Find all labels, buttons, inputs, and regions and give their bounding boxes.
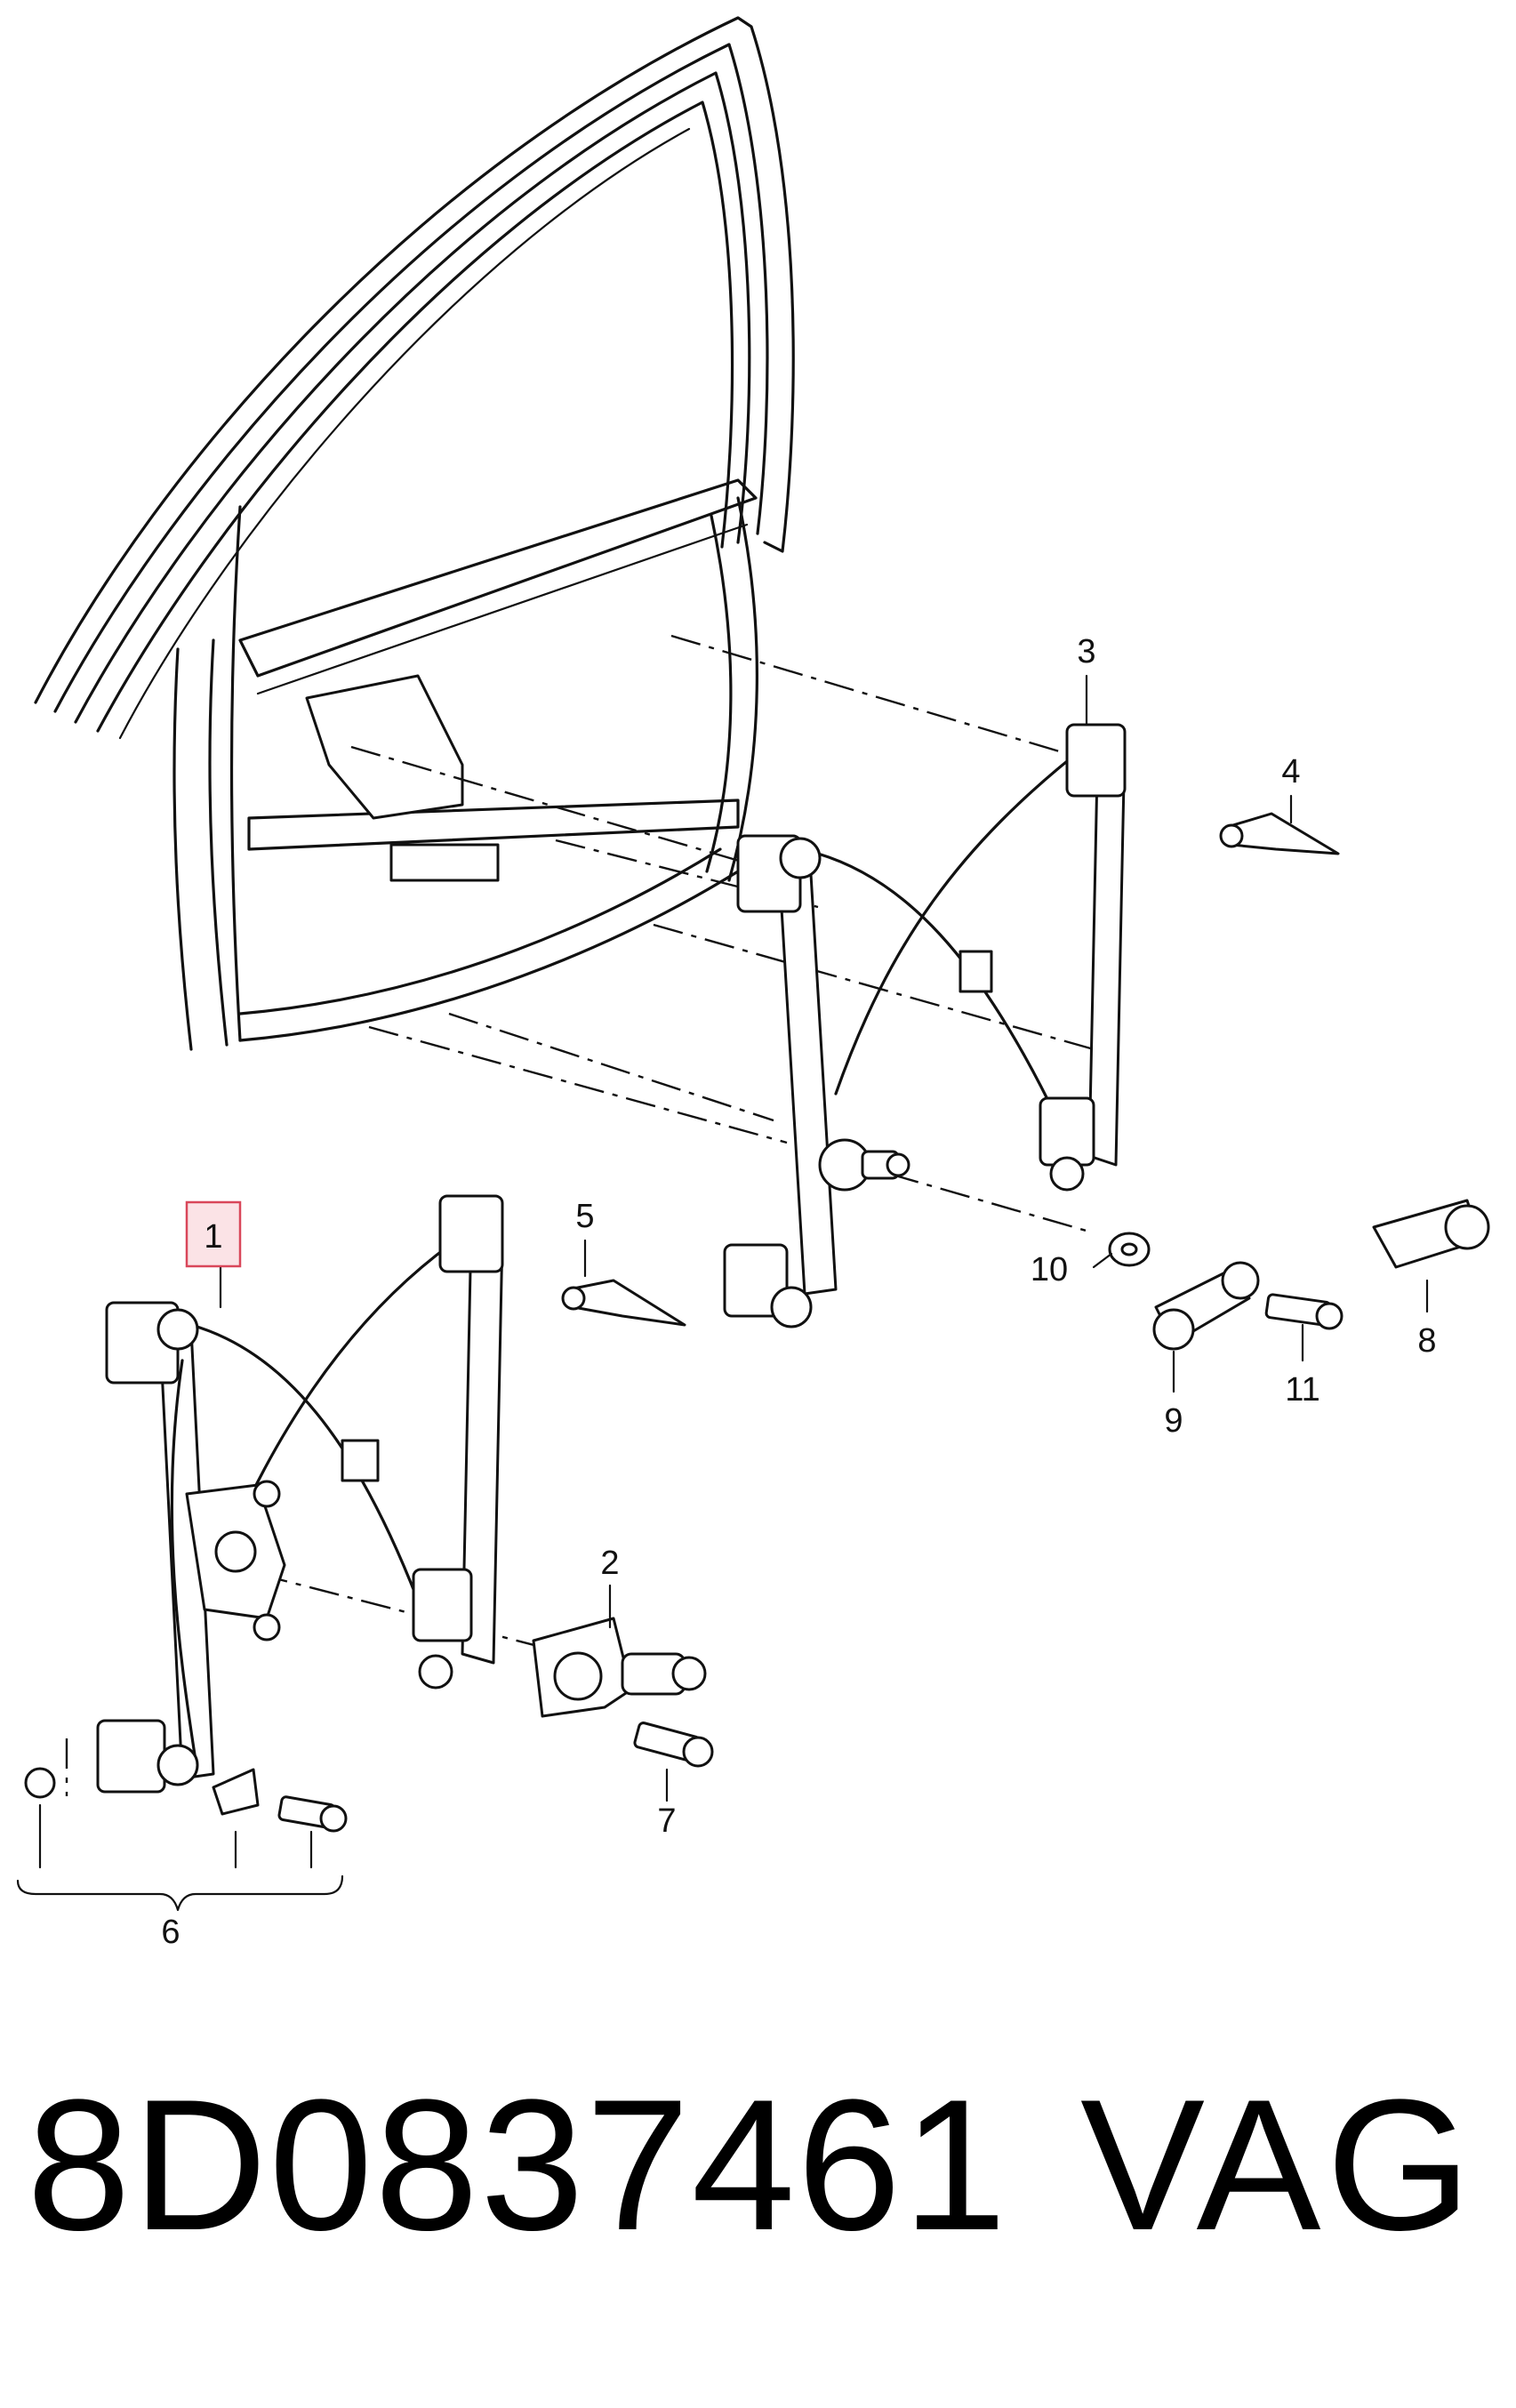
washer-part-10: [1108, 1232, 1151, 1267]
callout-labels: 1 2 3 4 5 6 7 8 9 10 11: [161, 633, 1436, 1951]
window-regulator-lower: [96, 1194, 504, 1794]
brand-name: VAG: [1080, 2060, 1477, 2269]
window-motor-part-2: [532, 1617, 707, 1718]
callout-4[interactable]: 4: [1281, 753, 1300, 791]
window-regulator-upper: [723, 723, 1127, 1328]
callout-2[interactable]: 2: [600, 1545, 619, 1582]
callout-1-highlight: [185, 1200, 242, 1268]
rivet-part-5: [561, 1279, 686, 1327]
callout-1[interactable]: 1: [204, 1218, 222, 1256]
callout-3[interactable]: 3: [1077, 633, 1095, 670]
callout-7[interactable]: 7: [657, 1802, 676, 1840]
callout-5[interactable]: 5: [575, 1198, 594, 1235]
callout-11[interactable]: 11: [1285, 1371, 1319, 1409]
lever-part-8: [1372, 1199, 1490, 1269]
bolt-part-11: [1264, 1293, 1344, 1330]
bolt-part-7: [633, 1722, 714, 1768]
assembly-lines: [65, 634, 1095, 1796]
rivet-part-4: [1219, 812, 1340, 855]
leader-lines: [16, 674, 1429, 1912]
part-number: 8D0837461: [27, 2060, 1008, 2269]
callout-9[interactable]: 9: [1164, 1402, 1183, 1440]
door-frame: [34, 16, 795, 1051]
callout-10[interactable]: 10: [1031, 1251, 1068, 1288]
fastener-set-part-6: [24, 1767, 348, 1833]
callout-6[interactable]: 6: [161, 1914, 180, 1951]
crank-part-9: [1152, 1261, 1260, 1351]
callout-8[interactable]: 8: [1417, 1322, 1436, 1360]
